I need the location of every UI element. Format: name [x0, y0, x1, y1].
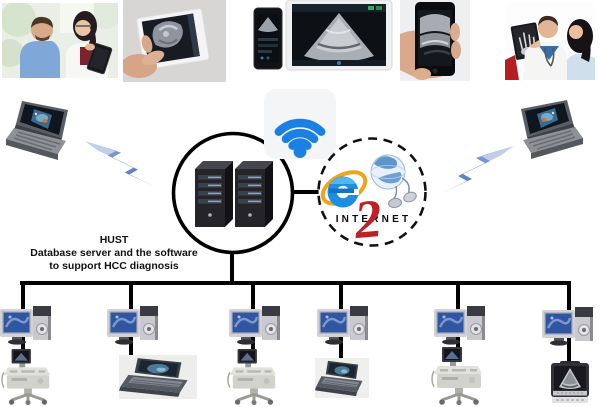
network-bus-line — [20, 281, 571, 285]
photo-doctor-patient-tablet — [2, 3, 118, 78]
workstation-pc-1 — [0, 305, 52, 347]
cart-ultrasound-3 — [226, 349, 282, 405]
internet-explorer-logo-icon — [320, 170, 368, 208]
caption-line-2: Database server and the software — [30, 247, 198, 259]
server-tower-icon — [195, 161, 273, 227]
database-server-hub — [171, 131, 295, 255]
globe-icon — [370, 154, 417, 209]
connector-server-bus — [230, 252, 234, 282]
photo-doctors-reviewing-scan — [505, 2, 595, 80]
photo-phone-and-tablet-ultrasound — [248, 0, 396, 76]
internet2-numeral: 2 — [351, 190, 384, 248]
photo-hand-tablet-ultrasound — [123, 0, 226, 82]
photo-hand-phone-ultrasound — [400, 0, 470, 81]
lightning-bolt-left-icon — [85, 140, 155, 188]
workstation-pc-5 — [434, 305, 486, 347]
server-caption: HUST Database server and the software to… — [22, 234, 206, 273]
caption-line-hust: HUST — [99, 234, 129, 246]
portable-box-ultrasound-6 — [550, 361, 590, 405]
portable-ultrasound-laptop-right — [506, 100, 584, 166]
workstation-pc-3 — [229, 305, 281, 347]
wifi-icon — [262, 87, 338, 161]
workstation-pc-6 — [542, 306, 594, 348]
workstation-pc-4 — [317, 305, 369, 347]
cart-ultrasound-1 — [0, 348, 56, 406]
caption-line-3: to support HCC diagnosis — [49, 260, 179, 272]
lightning-bolt-right-icon — [440, 146, 514, 194]
internet2-cloud: INTERNET 2 — [316, 136, 428, 248]
computer-mouse-icon — [388, 191, 417, 209]
connector-server-internet — [293, 190, 319, 194]
cart-ultrasound-5 — [430, 347, 488, 405]
laptop-ultrasound-4 — [315, 358, 369, 398]
portable-ultrasound-laptop-left — [6, 100, 82, 168]
workstation-pc-2 — [107, 305, 159, 347]
svg-text:2: 2 — [351, 190, 384, 248]
internet-label: INTERNET — [335, 214, 412, 225]
laptop-ultrasound-2 — [119, 355, 197, 399]
